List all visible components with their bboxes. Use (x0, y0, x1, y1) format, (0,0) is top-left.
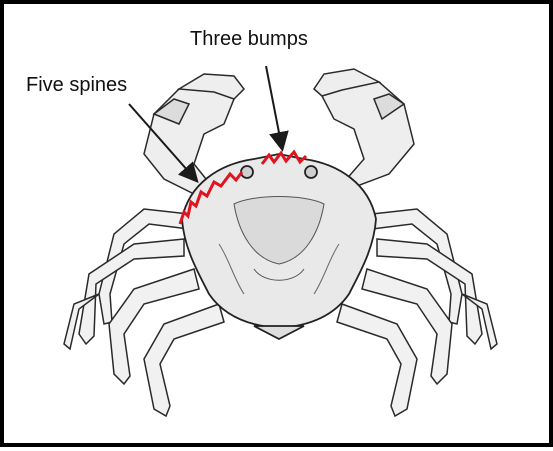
three-bumps-label: Three bumps (190, 28, 308, 51)
five-spines-label: Five spines (26, 74, 127, 97)
three-bumps-arrow (266, 66, 282, 148)
crab-illustration (4, 4, 553, 451)
